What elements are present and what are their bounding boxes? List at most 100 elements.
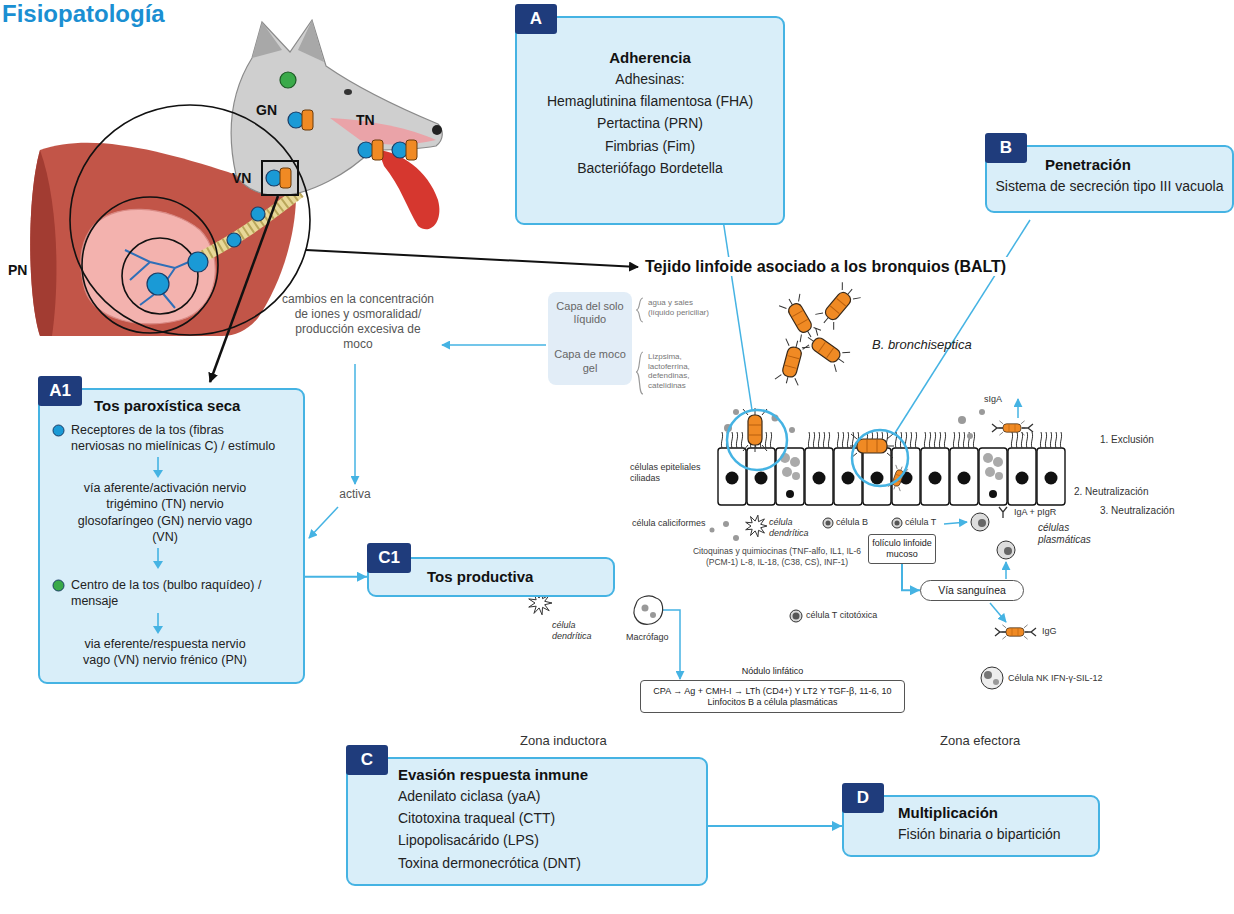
flagellum: [853, 294, 861, 302]
text-row: Adhesinas:: [527, 68, 773, 90]
text-row: Pertactina (PRN): [527, 112, 773, 134]
box-text: Lipopolisacárido (LPS): [398, 829, 696, 851]
bacterium-band: [792, 311, 802, 317]
legend-dot: [52, 579, 65, 592]
flow-arrow: [944, 522, 967, 524]
highlight-circle: [727, 410, 787, 470]
nerve-label: TN: [356, 112, 375, 129]
mucus-dot: [967, 433, 973, 439]
flagellum: [1002, 625, 1006, 628]
cilium: [813, 432, 814, 448]
flagellum: [838, 282, 846, 290]
mechanism-label: 1. Exclusión: [1100, 434, 1154, 446]
mucus-granule: [995, 472, 1003, 480]
box-heading: Nódulo linfático: [640, 666, 905, 677]
nerve-marker: [406, 140, 417, 160]
badge-label: B: [985, 133, 1027, 163]
mechanism-label: 2. Neutralización: [1074, 486, 1148, 498]
dot-row: Receptores de la tos (fibras nerviosas n…: [50, 422, 293, 455]
text-row: Fimbrias (Fim): [527, 135, 773, 157]
text-row: Penetración: [995, 155, 1224, 175]
cell-nucleus: [1045, 472, 1058, 485]
antibody: [1025, 628, 1036, 636]
bacterium-band: [797, 319, 807, 325]
connector-arrow: [902, 564, 920, 591]
flagellum: [814, 325, 821, 333]
box-heading: Evasión respuesta inmune: [398, 765, 696, 785]
text-row: Lipopolisacárido (LPS): [358, 829, 696, 851]
cell-nucleus: [842, 472, 855, 485]
cough-receptor: [147, 273, 169, 295]
mucus-dot: [733, 409, 739, 415]
antibody: [995, 628, 1006, 636]
flagellum: [755, 445, 756, 452]
badge-label: D: [842, 783, 884, 813]
pointer-arrow: [306, 250, 638, 267]
flagellum: [887, 453, 893, 458]
cilium: [741, 432, 742, 448]
bacterium-body: [1006, 628, 1024, 636]
flagellum: [848, 289, 852, 294]
text-row: Fisión binaria o bipartición: [854, 823, 1088, 845]
mucus-granule: [993, 457, 1003, 467]
leader-line: [895, 220, 1030, 433]
lymph-node-box: Nódulo linfáticoCPA → Ag + CMH-I → LTh (…: [640, 666, 905, 713]
step-box: Tos productivaC1: [367, 557, 615, 597]
ciliated-cell: [950, 448, 978, 505]
cilium: [736, 432, 737, 448]
text-row: Tos paroxística seca: [50, 396, 293, 416]
cell-nucleus: [1016, 472, 1029, 485]
text-row: Tos productiva: [377, 567, 605, 587]
box-text: via eferente/respuesta nervio vago (VN) …: [76, 636, 254, 669]
box-text: Citotoxina traqueal (CTT): [398, 807, 696, 829]
cough-receptor: [227, 233, 241, 247]
text-row: Capa del solo líquido: [554, 300, 626, 326]
zone-label: Zona inductora: [520, 733, 607, 749]
bacterium-band: [818, 342, 825, 352]
text-row: C1: [367, 543, 411, 573]
flagellum: [1021, 421, 1025, 424]
mucus-dot: [723, 521, 729, 527]
focus-ellipse: [70, 105, 310, 335]
region-title: Tejido linfoide asociado a los bronquios…: [643, 257, 1008, 276]
text-row: Bacteriófago Bordetella: [527, 157, 773, 179]
flagellum: [838, 359, 844, 363]
cell-nucleus: [929, 472, 942, 485]
lymphocyte: [790, 610, 802, 622]
nk-cell: [981, 667, 1003, 689]
flow-arrow: [50, 454, 290, 480]
step-box: Tos paroxística secaReceptores de la tos…: [38, 388, 305, 684]
ciliated-cell: [863, 448, 891, 505]
badge-label: A1: [38, 376, 82, 406]
cilium: [963, 432, 964, 448]
box-heading: folículo linfoide mucoso: [871, 538, 933, 560]
oral-cavity: [330, 118, 436, 145]
pointer-arrow: [210, 196, 278, 382]
diaphragm: [30, 150, 56, 336]
flagellum: [830, 322, 838, 330]
cell-label: Célula NK IFN-γ-SIL-12: [1008, 673, 1103, 684]
highlight-circle: [852, 430, 908, 486]
bacterium-band: [1012, 628, 1013, 635]
step-box: Evasión respuesta inmuneAdenilato ciclas…: [346, 757, 708, 886]
legend-dot: [53, 580, 64, 591]
flow-arrow: [1017, 399, 1019, 418]
epithelium: [529, 281, 1065, 689]
plasma-cell-nucleus: [978, 519, 986, 527]
flagellum: [999, 421, 1003, 424]
flagellum: [796, 341, 798, 348]
bacterium: [775, 338, 810, 387]
box-heading: Tos productiva: [427, 567, 605, 587]
bacterium-band: [830, 306, 839, 314]
box-text: Fisión binaria o bipartición: [898, 823, 1088, 845]
badge-label: C: [346, 745, 388, 775]
ciliated-cell: [892, 448, 920, 505]
cell-label: célula T citotóxica: [806, 610, 877, 621]
flagellum: [851, 434, 857, 439]
bacterium-body: [781, 346, 802, 379]
zone-label: Zona efectora: [940, 733, 1020, 749]
dog-nose: [432, 125, 442, 135]
text-row: vía aferente/activación nervio trigémino…: [50, 454, 293, 545]
flow-arrow: [50, 545, 290, 571]
box-text: Adhesinas:: [527, 68, 773, 90]
